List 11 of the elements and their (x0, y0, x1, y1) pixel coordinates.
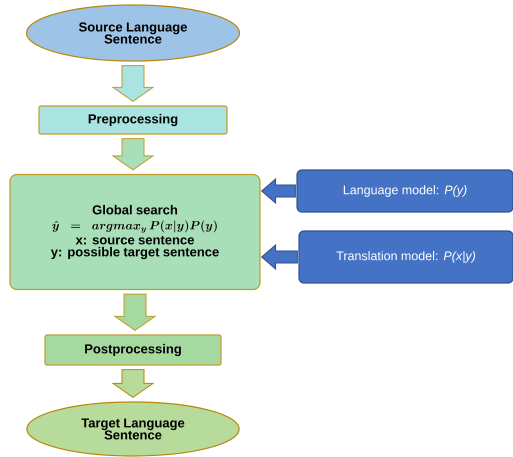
process-box: Global search $\hat{y} = argmax_{y}\, P(x|y)P(y)$ x: source sentence y: possible target sentence (9, 174, 261, 290)
model-box: Translation model: P(x|y) (298, 230, 513, 284)
block-arrow (111, 369, 155, 398)
process-box: Preprocessing (38, 105, 228, 135)
block-arrow (111, 138, 155, 171)
model-box: Language model: P(y) (296, 169, 513, 213)
process-box: Postprocessing (44, 334, 222, 366)
block-arrow (113, 294, 157, 332)
block-arrow (260, 178, 296, 204)
block-arrow (260, 244, 298, 270)
block-arrow (111, 65, 155, 102)
